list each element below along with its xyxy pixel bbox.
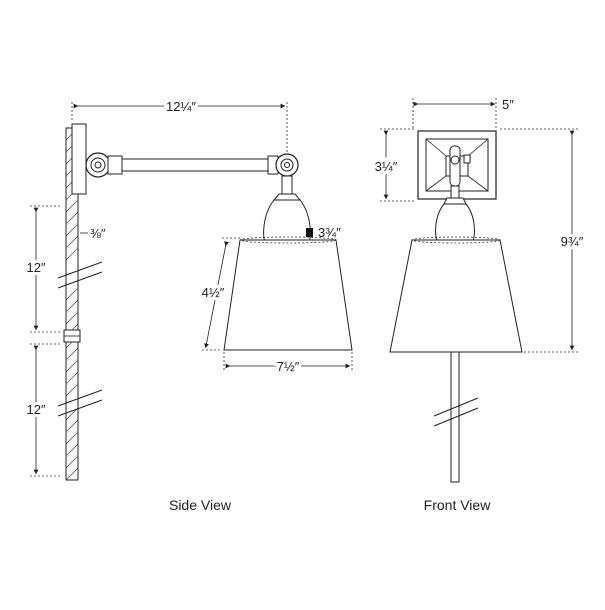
front-shade: [389, 236, 523, 353]
front-rod: [433, 351, 479, 483]
label-shade-height: 4½″: [202, 285, 225, 300]
dim-shade-width: 7½″: [223, 352, 353, 377]
label-backplate-height: 3¼″: [375, 159, 398, 174]
label-backplate-width: 5″: [502, 97, 514, 112]
front-view: 5″ 3¼″ 9¾″ Front View: [372, 97, 587, 513]
side-wall-plate: [71, 123, 111, 195]
side-wall-rod: [57, 127, 103, 481]
label-lower-upper: 12″: [26, 260, 45, 275]
dim-arm-length: 12¼″: [71, 96, 288, 152]
dim-lower-lower: 12″: [23, 343, 62, 477]
dim-backplate-width: 5″: [412, 97, 514, 128]
caption-front-view: Front View: [424, 497, 492, 513]
dim-socket: 3¾″: [318, 225, 341, 240]
dim-backplate-height: 3¼″: [372, 128, 416, 202]
label-lower-lower: 12″: [26, 402, 45, 417]
side-arm: [107, 153, 299, 177]
label-backplate-depth: ⅜″: [90, 226, 106, 241]
dim-overall-height: 9¾″: [500, 128, 587, 353]
label-overall-height: 9¾″: [561, 234, 584, 249]
label-shade-width: 7½″: [277, 359, 300, 374]
side-shade: [223, 236, 353, 351]
dim-backplate-depth: ⅜″: [80, 226, 106, 241]
caption-side-view: Side View: [169, 497, 232, 513]
dim-shade-height: 4½″: [199, 237, 240, 351]
label-socket: 3¾″: [318, 225, 341, 240]
label-arm-length: 12¼″: [166, 99, 196, 114]
side-view: 12¼″ ⅜″ 12″ 12″ 3¾″: [23, 96, 353, 513]
dim-lower-upper: 12″: [23, 205, 62, 333]
